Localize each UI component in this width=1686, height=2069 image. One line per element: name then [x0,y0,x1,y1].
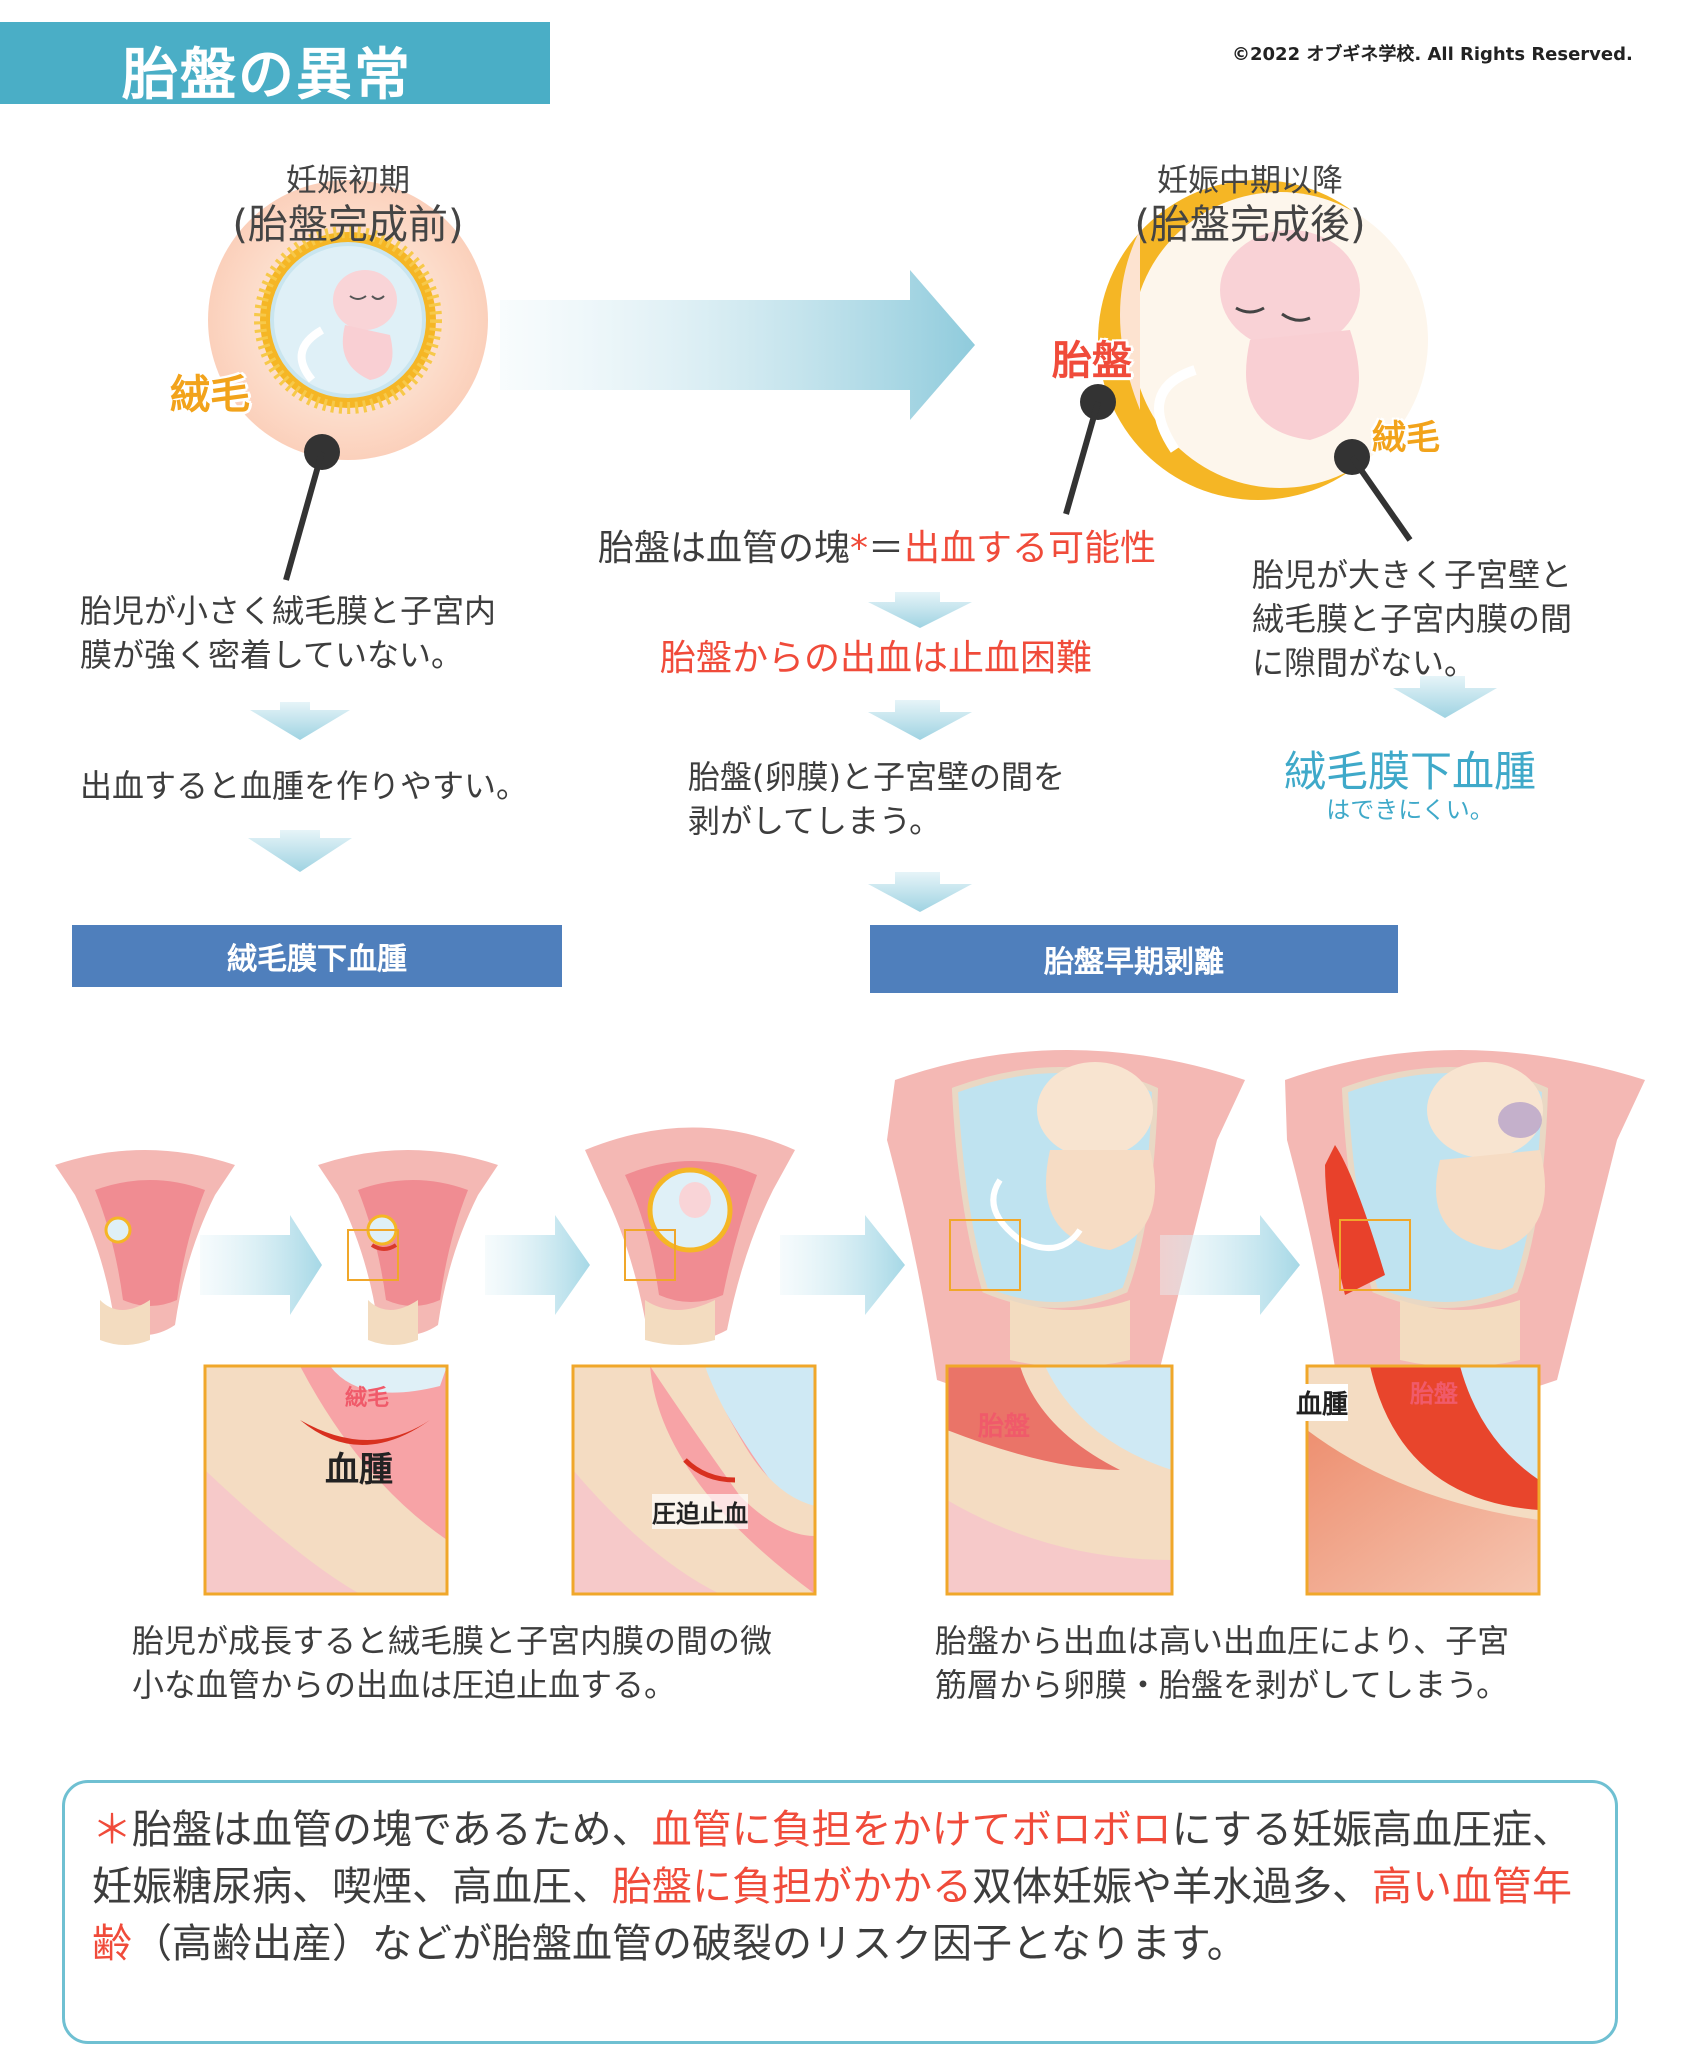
note-h1: 血管に負担をかけてボロボロ [651,1807,1172,1853]
label-placenta: 胎盤 [978,1412,1031,1442]
note-p2: にする妊娠高血圧症、妊娠糖尿病、喫煙、高血圧、 [92,1807,1573,1910]
middle-line2: 胎盤からの出血は止血困難 [660,638,1093,679]
note-p4: （高齢出産）などが胎盤血管の破裂のリスク因子となります。 [132,1921,1247,1967]
zoom-panel-placenta [945,1364,1174,1596]
early-step2: 出血すると血腫を作りやすい。 [80,767,529,805]
note-p3: 双体妊娠や羊水過多、 [972,1864,1372,1910]
result-bar-placental-abruption: 胎盤早期剥離 [870,925,1398,993]
caption-right-line1: 胎盤から出血は高い出血圧により、子宮 [935,1622,1510,1660]
middle-line3a: 胎盤(卵膜)と子宮壁の間を [688,758,1065,796]
label-compression: 圧迫止血 [652,1494,748,1529]
early-desc-line2: 膜が強く密着していない。 [80,636,464,674]
uterus-stage-4 [887,1050,1245,1400]
uterus-stage-5 [1285,1050,1645,1400]
caption-right-line2: 筋層から卵膜・胎盤を剥がしてしまう。 [935,1666,1509,1704]
middle-line1-b: 出血する可能性 [904,528,1157,569]
uterus-stage-1 [55,1150,235,1345]
late-villi-label: 絨毛 [1372,418,1440,458]
stage-arrows [200,1215,1300,1315]
caption-left-line1: 胎児が成長すると絨毛膜と子宮内膜の間の微 [132,1622,773,1660]
late-desc-line3: に隙間がない。 [1252,644,1477,682]
late-placenta-label: 胎盤 [1052,338,1132,384]
early-title-line1: 妊娠初期 [286,163,410,199]
label-placenta2: 胎盤 [1410,1380,1458,1408]
uterus-stage-2 [318,1150,498,1345]
caption-left-line2: 小な血管からの出血は圧迫止血する。 [132,1666,677,1704]
early-desc-line1: 胎児が小さく絨毛膜と子宮内 [80,592,497,630]
middle-line1-a: 胎盤は血管の塊 [598,528,851,569]
late-result-sub: はできにくい。 [1326,796,1494,824]
late-embryo-illustration [1063,180,1428,542]
note-star: ＊ [92,1807,132,1853]
middle-line3b: 剥がしてしまう。 [688,802,942,840]
early-embryo-illustration [208,180,488,581]
late-title-line1: 妊娠中期以降 [1157,163,1343,199]
late-result-main: 絨毛膜下血腫 [1283,747,1536,796]
late-desc-line1: 胎児が大きく子宮壁と [1252,556,1573,594]
note-p1: 胎盤は血管の塊であるため、 [132,1807,652,1853]
label-villi: 絨毛 [345,1386,390,1411]
uterus-stage-3 [585,1127,795,1345]
middle-line1: 胎盤は血管の塊*＝出血する可能性 [598,528,1156,570]
note-h3: 高い血管年齢 [92,1864,1572,1967]
page-title: 胎盤の異常 [122,43,412,108]
note-h2: 胎盤に負担がかかる [612,1864,972,1910]
zoom-panel-compression [571,1364,817,1596]
label-hematoma: 血腫 [325,1450,393,1490]
early-villi-label: 絨毛 [170,372,250,418]
zoom-panel-abruption [1305,1364,1541,1596]
risk-note-box [62,1780,1618,2044]
title-banner [0,22,550,104]
late-title-line2: (胎盤完成後) [1134,202,1366,248]
early-title-line2: (胎盤完成前) [232,202,464,248]
risk-note-text: ＊胎盤は血管の塊であるため、血管に負担をかけてボロボロにする妊娠高血圧症、妊娠糖… [92,1802,1592,1973]
result-bar-subchorionic-hematoma: 絨毛膜下血腫 [72,925,562,987]
big-progress-arrow [500,270,975,420]
late-desc-line2: 絨毛膜と子宮内膜の間 [1252,600,1573,638]
label-hematoma2: 血腫 [1296,1384,1349,1421]
down-arrows [248,592,1497,912]
middle-line1-eq: ＝ [868,528,905,569]
zoom-panel-hematoma [203,1364,449,1596]
copyright: ©2022 オブギネ学校. All Rights Reserved. [1232,44,1633,65]
middle-line1-star: * [850,528,869,569]
